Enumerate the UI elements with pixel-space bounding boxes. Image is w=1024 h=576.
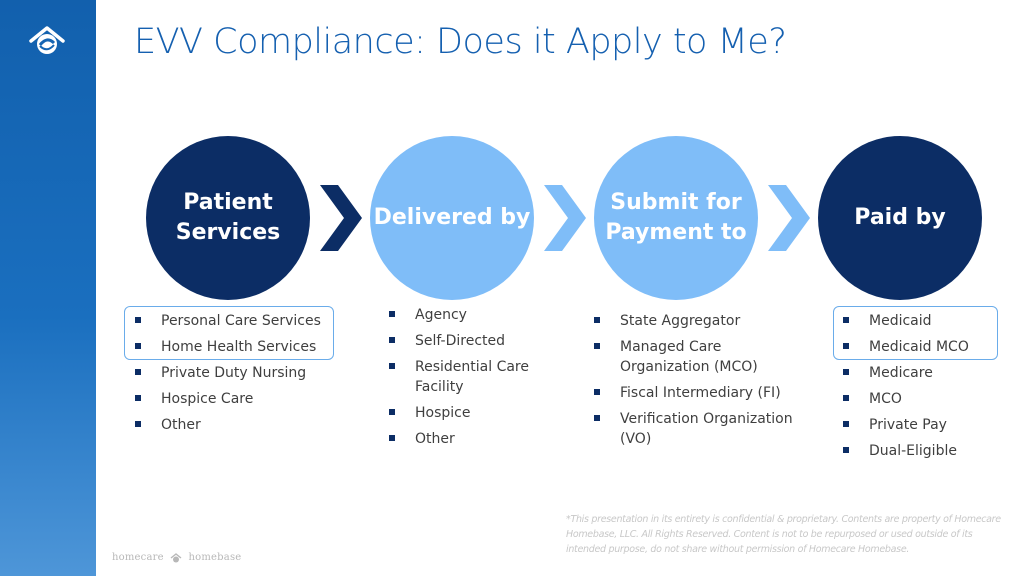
list-item: Hospice Care <box>135 389 335 409</box>
bullet-icon <box>843 343 849 349</box>
list-item: Agency <box>389 305 549 325</box>
step-circle-delivered-by: Delivered by <box>370 136 534 300</box>
step-circle-patient-services: Patient Services <box>146 136 310 300</box>
list-item: Medicaid MCO <box>843 337 993 357</box>
list-item: Managed Care Organization (MCO) <box>594 337 794 377</box>
list-item: Dual-Eligible <box>843 441 993 461</box>
chevron-right-icon <box>768 185 810 251</box>
step-label-submit-for-payment: Submit for Payment to <box>605 190 747 245</box>
footer-brand-logo: homecare homebase <box>112 552 241 563</box>
list-item: State Aggregator <box>594 311 794 331</box>
bullet-icon <box>135 395 141 401</box>
list-item: Verification Organization (VO) <box>594 409 794 449</box>
list-item: Home Health Services <box>135 337 335 357</box>
bullet-icon <box>389 363 395 369</box>
bullet-icon <box>594 317 600 323</box>
bullet-icon <box>135 421 141 427</box>
highlight-box-paid-by <box>833 306 998 360</box>
bullet-icon <box>843 421 849 427</box>
list-item: Medicaid <box>843 311 993 331</box>
bullet-icon <box>135 343 141 349</box>
list-item: Hospice <box>389 403 549 423</box>
delivered-by-list: Agency Self-Directed Residential Care Fa… <box>389 305 549 455</box>
bullet-icon <box>843 317 849 323</box>
list-item: Fiscal Intermediary (FI) <box>594 383 794 403</box>
step-circle-submit-for-payment: Submit for Payment to <box>594 136 758 300</box>
list-item: Private Pay <box>843 415 993 435</box>
list-item: Self-Directed <box>389 331 549 351</box>
brand-mark-icon <box>170 552 182 562</box>
list-item: MCO <box>843 389 993 409</box>
bullet-icon <box>135 317 141 323</box>
bullet-icon <box>389 311 395 317</box>
step-label-patient-services: Patient Services <box>175 190 281 245</box>
highlight-box-patient-services <box>124 306 334 360</box>
chevron-right-icon <box>544 185 586 251</box>
bullet-icon <box>389 435 395 441</box>
submit-for-payment-list: State Aggregator Managed Care Organizati… <box>594 311 794 455</box>
bullet-icon <box>389 337 395 343</box>
list-item: Other <box>389 429 549 449</box>
paid-by-list: Medicaid Medicaid MCO Medicare MCO Priva… <box>843 311 993 467</box>
bullet-icon <box>843 369 849 375</box>
list-item: Personal Care Services <box>135 311 335 331</box>
brand-left-text: homecare <box>112 552 164 563</box>
list-item: Residential Care Facility <box>389 357 549 397</box>
patient-services-list: Personal Care Services Home Health Servi… <box>135 311 335 441</box>
list-item: Private Duty Nursing <box>135 363 335 383</box>
slide-title: EVV Compliance: Does it Apply to Me? <box>134 22 787 62</box>
bullet-icon <box>594 415 600 421</box>
brand-right-text: homebase <box>188 552 242 563</box>
bullet-icon <box>135 369 141 375</box>
list-item: Medicare <box>843 363 993 383</box>
confidentiality-disclaimer: *This presentation in its entirety is co… <box>566 514 1001 555</box>
bullet-icon <box>389 409 395 415</box>
sidebar-band <box>0 0 96 576</box>
bullet-icon <box>594 389 600 395</box>
step-label-paid-by: Paid by <box>854 205 946 230</box>
step-circle-paid-by: Paid by <box>818 136 982 300</box>
step-label-delivered-by: Delivered by <box>373 205 531 230</box>
chevron-right-icon <box>320 185 362 251</box>
bullet-icon <box>843 395 849 401</box>
bullet-icon <box>843 447 849 453</box>
homebase-logo-icon <box>29 26 65 54</box>
bullet-icon <box>594 343 600 349</box>
list-item: Other <box>135 415 335 435</box>
